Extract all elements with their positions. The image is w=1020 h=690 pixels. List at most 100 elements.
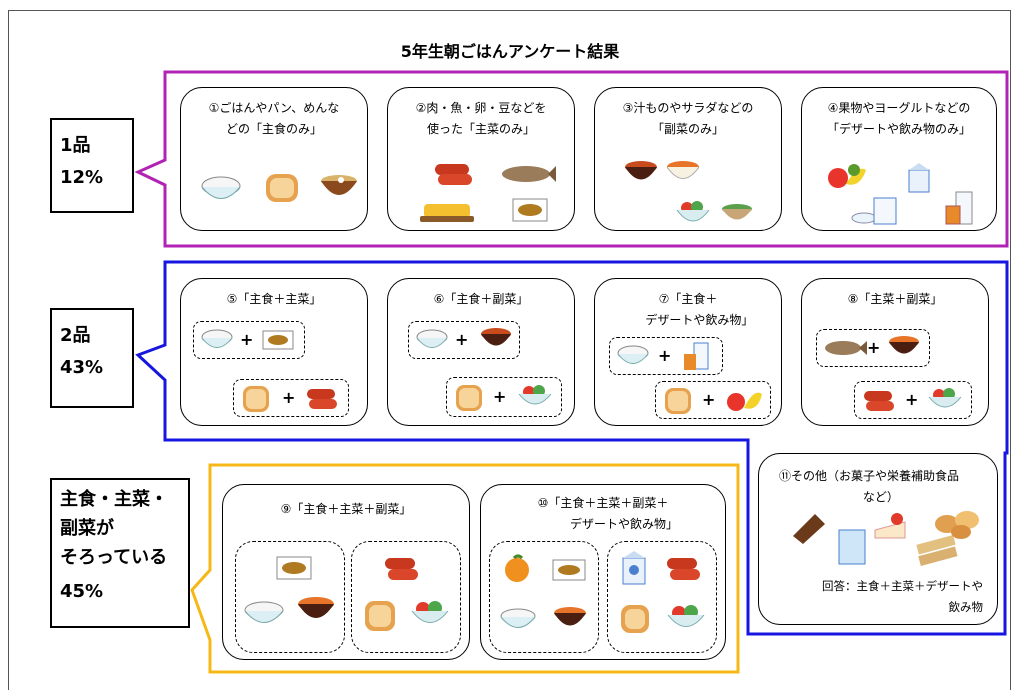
card-staple-main-side-dessert: ⑩「主食＋主菜＋副菜＋ デザートや飲み物」 — [480, 484, 726, 660]
combo-box — [489, 541, 599, 653]
rice-bowl-icon — [244, 601, 284, 623]
natto-icon — [512, 198, 548, 222]
toast-icon — [456, 385, 482, 411]
combo-box: + — [816, 329, 930, 367]
combo-box: + — [233, 379, 349, 417]
miso-soup-icon — [321, 175, 357, 195]
juice-icon — [684, 342, 709, 370]
plus-sign: + — [867, 338, 881, 357]
combo-box: + — [655, 381, 771, 419]
page-frame — [8, 10, 1011, 690]
toast-icon — [365, 601, 395, 631]
card-label: ④果物やヨーグルトなどの 「デザートや飲み物のみ」 — [826, 101, 971, 136]
card-label: ⑥「主食＋副菜」 — [433, 292, 529, 306]
group-3-name: 主食・主菜・ 副菜が そろっている — [60, 489, 168, 568]
grilled-fish-icon — [825, 341, 867, 355]
combo-box — [235, 541, 345, 653]
salad-icon — [518, 385, 552, 405]
group-1-frame — [134, 70, 1009, 248]
miso-soup-icon — [554, 607, 586, 626]
sausage-icon — [667, 558, 700, 580]
natto-icon — [262, 330, 294, 350]
miso-soup-icon — [481, 328, 511, 346]
card-label: ⑦「主食＋ デザートや飲み物」 — [645, 292, 754, 327]
snack-bar-icon — [916, 534, 958, 566]
plus-sign: + — [493, 387, 507, 406]
card-label: ⑪その他（お菓子や栄養補助食品 など） — [779, 469, 960, 504]
salad-icon — [666, 161, 700, 179]
combo-box — [607, 541, 717, 653]
milk-icon — [622, 551, 646, 585]
yogurt-icon — [851, 197, 897, 225]
sausage-icon — [864, 391, 894, 411]
group-2-frame — [135, 260, 1009, 636]
card-label: ③汁ものやサラダなどの 「副菜のみ」 — [622, 101, 754, 136]
card-label: ⑧「主菜＋副菜」 — [847, 292, 943, 306]
combo-box: + — [446, 377, 562, 417]
toast-icon — [243, 386, 269, 412]
sausage-icon — [385, 558, 418, 580]
card-staple-dessert: ⑦「主食＋ デザートや飲み物」 + + — [594, 278, 782, 426]
salad-icon — [667, 605, 705, 627]
sausage-icon — [307, 389, 337, 409]
group-3-percent: 45% — [60, 581, 104, 603]
plus-sign: + — [702, 390, 716, 409]
card-main-only: ②肉・魚・卵・豆などを 使った「主菜のみ」 — [387, 87, 575, 231]
combo-box: + — [609, 337, 723, 375]
card-dessert-only: ④果物やヨーグルトなどの 「デザートや飲み物のみ」 — [801, 87, 997, 231]
natto-icon — [552, 559, 586, 581]
card-staple-side: ⑥「主食＋副菜」 + + — [387, 278, 575, 426]
card-staple-only: ①ごはんやパン、めんな どの「主食のみ」 — [180, 87, 368, 231]
toast-icon — [266, 174, 298, 202]
plus-sign: + — [658, 346, 672, 365]
card-staple-main: ⑤「主食＋主菜」 + + — [180, 278, 368, 426]
rice-bowl-icon — [416, 329, 448, 348]
card-main-side: ⑧「主菜＋副菜」 + + — [801, 278, 989, 426]
card-label: ⑩「主食＋主菜＋副菜＋ デザートや飲み物」 — [537, 496, 678, 531]
cake-icon — [874, 513, 906, 539]
chocolate-icon — [793, 514, 825, 544]
rice-bowl-icon — [201, 176, 241, 199]
natto-icon — [276, 556, 312, 580]
plus-sign: + — [905, 390, 919, 409]
group-2-name: 2品 — [60, 325, 91, 346]
rice-bowl-icon — [201, 329, 233, 348]
other-answer: 回答：主食＋主菜＋デザートや 飲み物 — [822, 579, 983, 614]
miso-soup-icon — [298, 597, 334, 618]
card-label: ②肉・魚・卵・豆などを 使った「主菜のみ」 — [415, 101, 547, 136]
miso-soup-icon — [889, 336, 919, 354]
orange-icon — [505, 554, 529, 582]
rice-bowl-icon — [500, 608, 536, 628]
plus-sign: + — [240, 330, 254, 349]
juice-icon — [945, 191, 973, 225]
plus-sign: + — [455, 330, 469, 349]
fruit-icon — [828, 164, 866, 188]
group-1-name: 1品 — [60, 135, 91, 156]
cookie-icon — [935, 511, 979, 539]
toast-icon — [665, 388, 691, 414]
milk-icon — [908, 163, 930, 193]
card-label: ①ごはんやパン、めんな どの「主食のみ」 — [208, 101, 340, 136]
group-1-label: 1品 12% — [50, 118, 134, 213]
group-2-label: 2品 43% — [50, 308, 134, 408]
card-staple-main-side: ⑨「主食＋主菜＋副菜」 — [222, 484, 470, 660]
grilled-fish-icon — [502, 166, 556, 182]
combo-box — [351, 541, 461, 653]
card-side-only: ③汁ものやサラダなどの 「副菜のみ」 — [594, 87, 782, 231]
rice-bowl-icon — [617, 345, 649, 364]
card-label: ⑨「主食＋主菜＋副菜」 — [280, 502, 412, 516]
salad-icon — [928, 388, 962, 408]
miso-soup-icon — [625, 161, 657, 180]
tamagoyaki-icon — [420, 204, 474, 222]
plus-sign: + — [282, 388, 296, 407]
fruit-icon — [727, 392, 762, 411]
card-label: ⑤「主食＋主菜」 — [226, 292, 322, 306]
group-1-percent: 12% — [60, 167, 104, 189]
card-other: ⑪その他（お菓子や栄養補助食品 など） 回答：主食＋主菜＋デザートや 飲み物 — [758, 453, 998, 625]
group-2-percent: 43% — [60, 357, 104, 379]
salad-icon — [722, 204, 752, 220]
sausage-icon — [435, 164, 472, 185]
salad-icon — [411, 601, 449, 623]
combo-box: + — [408, 321, 520, 359]
